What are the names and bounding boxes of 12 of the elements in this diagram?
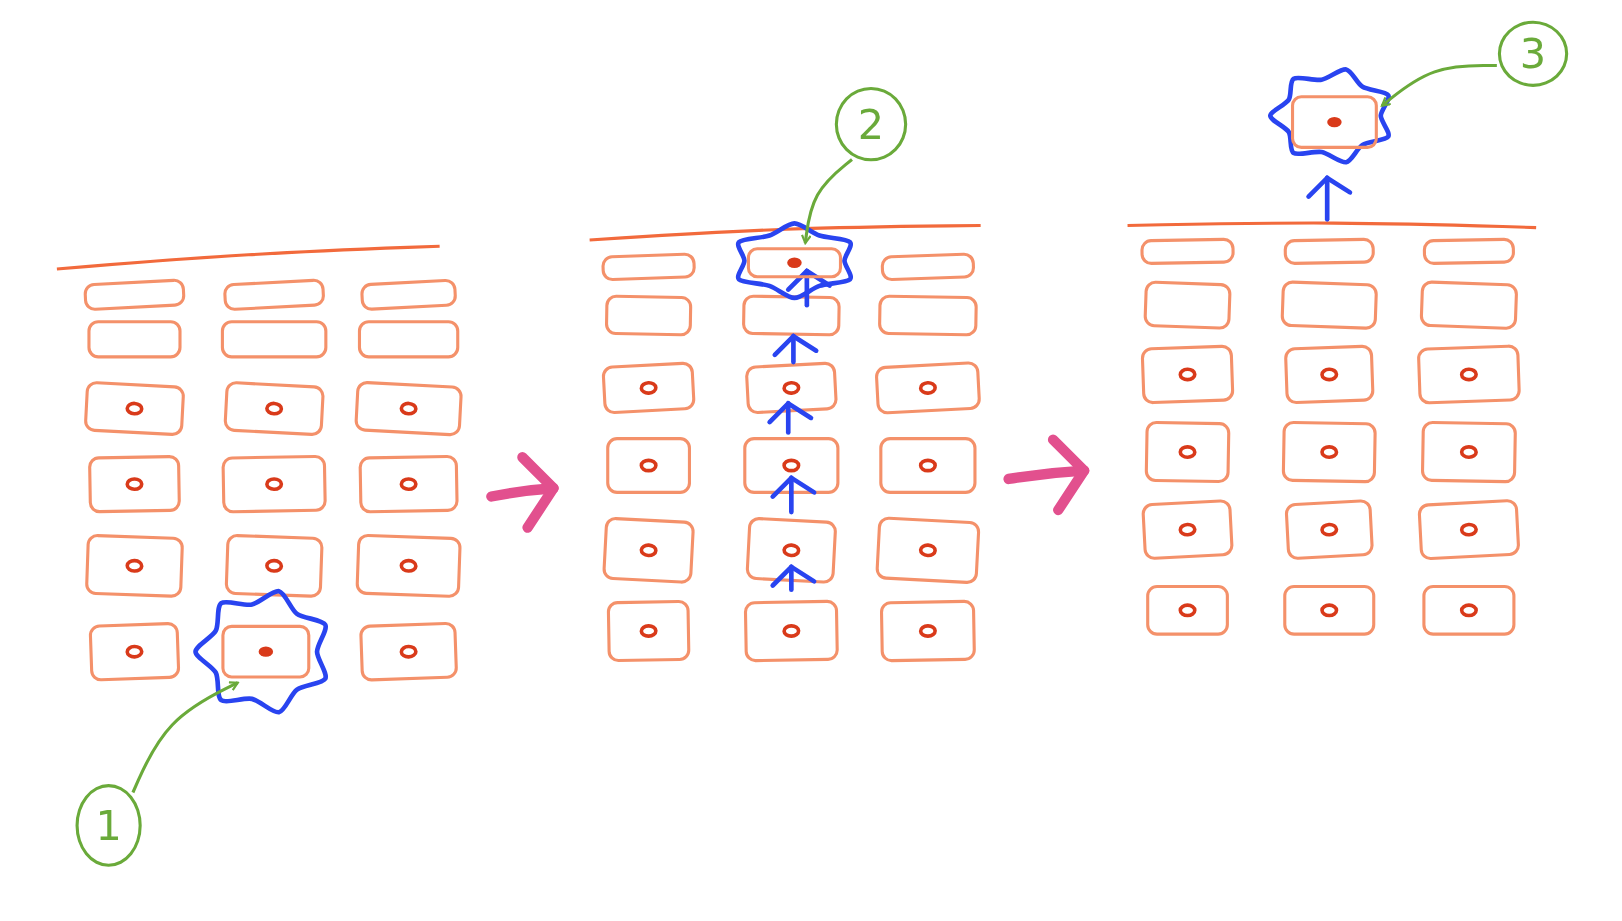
cell — [221, 624, 311, 679]
callout-circle — [1497, 20, 1569, 87]
cell — [1291, 95, 1378, 149]
leader-arrow — [1380, 63, 1497, 107]
leader-arrow — [800, 158, 853, 245]
callout-number: 3 — [1519, 33, 1547, 75]
callout-circle — [834, 86, 908, 162]
cell — [746, 247, 843, 279]
callout-number: 2 — [857, 103, 885, 145]
callout-number: 1 — [95, 804, 122, 847]
leader-arrow — [131, 681, 239, 794]
callout-circle — [75, 784, 142, 867]
